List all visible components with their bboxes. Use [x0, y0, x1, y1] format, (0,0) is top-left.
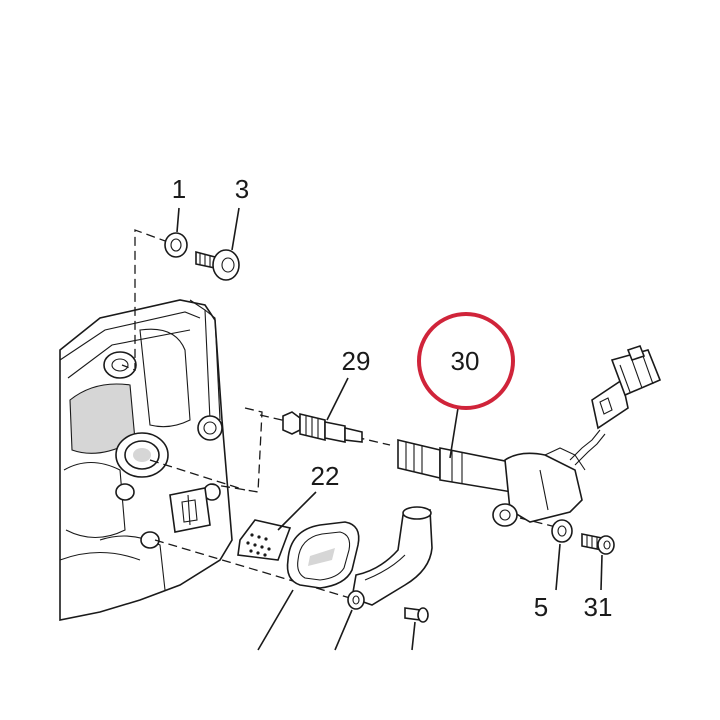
highlight-circle	[417, 312, 515, 410]
seal-ring	[286, 521, 360, 589]
ignition-coil-part-30	[397, 429, 606, 527]
callout-22: 22	[311, 461, 340, 491]
callout-31: 31	[584, 592, 613, 622]
callout-1: 1	[172, 174, 186, 204]
callout-29: 29	[342, 346, 371, 376]
washer-part-1	[164, 232, 188, 258]
wiring-connector	[591, 345, 662, 430]
leader-lines	[176, 207, 603, 651]
bolt-part-3	[195, 249, 240, 281]
hose-elbow	[347, 506, 433, 623]
spark-plug-part-29	[282, 411, 363, 443]
washer-part-5	[551, 519, 573, 543]
gasket-part-22	[237, 519, 292, 561]
cylinder-head	[59, 299, 233, 621]
callout-5: 5	[534, 592, 548, 622]
callout-30: 30	[451, 346, 480, 376]
bolt-part-31	[581, 533, 615, 555]
callout-3: 3	[235, 174, 249, 204]
